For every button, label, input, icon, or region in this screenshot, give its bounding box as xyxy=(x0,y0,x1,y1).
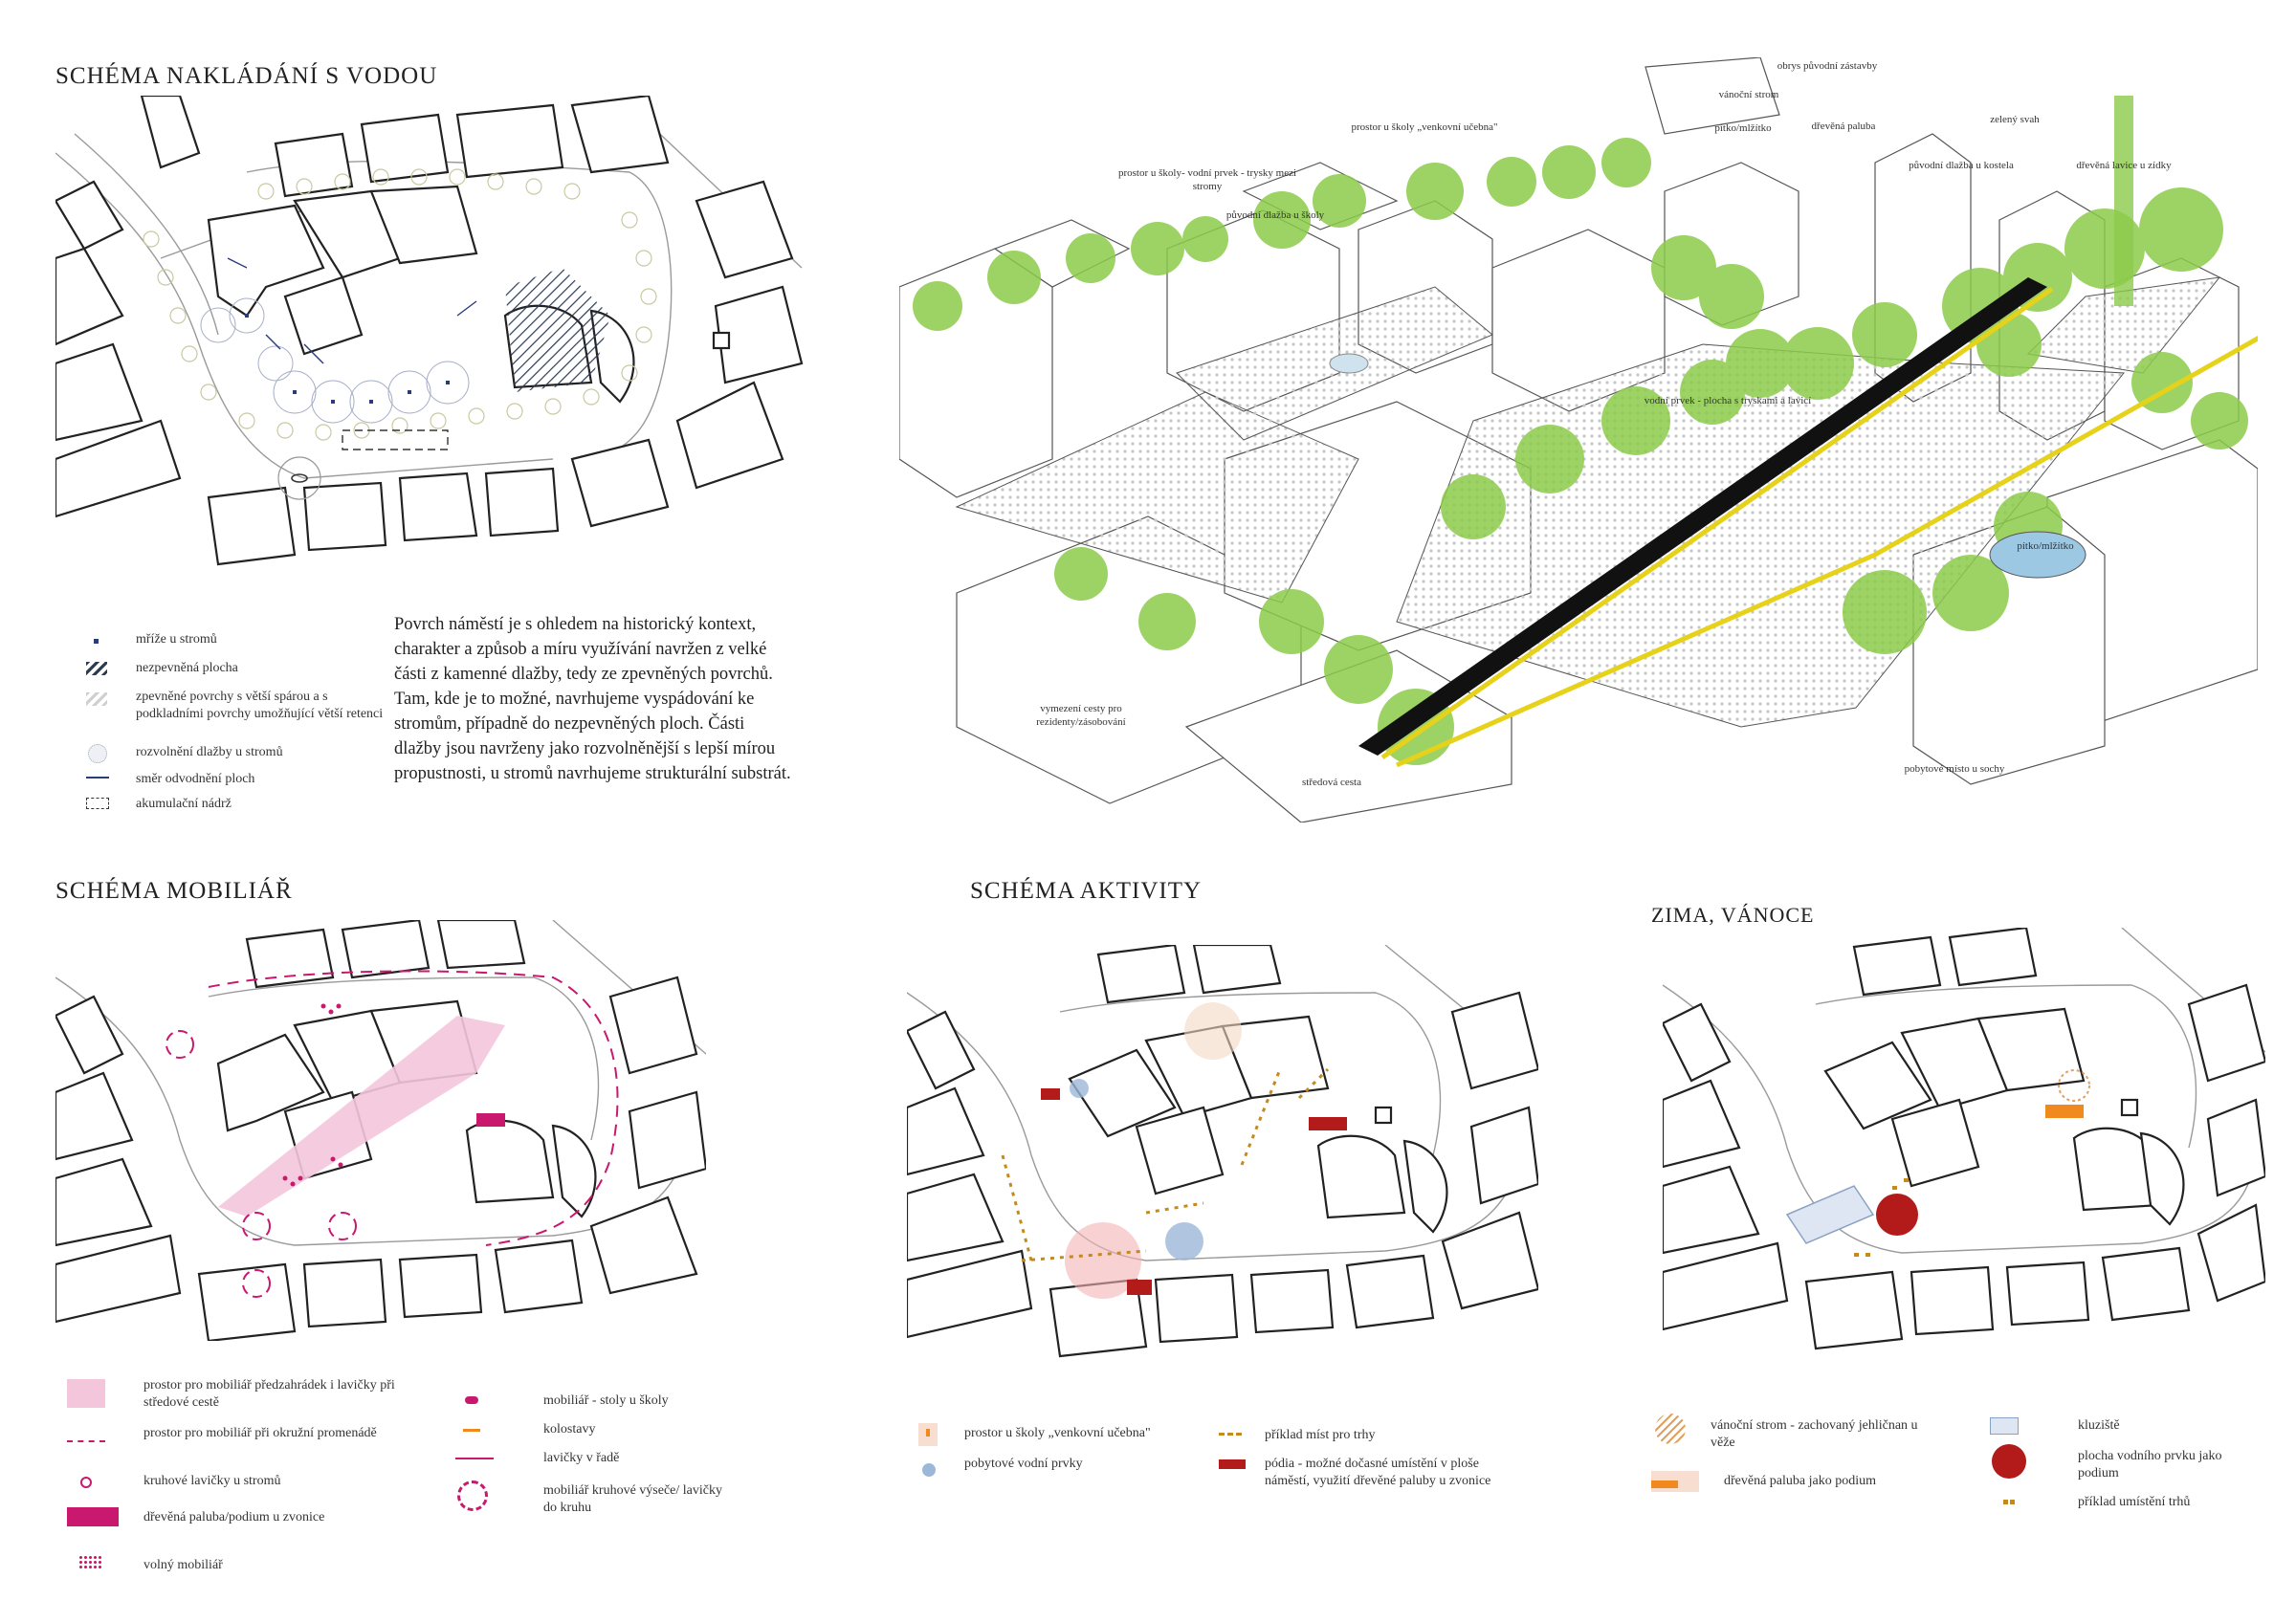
water-legend-2: zpevněné povrchy s větší spárou a s podk… xyxy=(136,690,384,721)
water-description: Povrch náměstí je s ohledem na historick… xyxy=(394,615,791,783)
water-paving-loosened xyxy=(200,297,470,424)
axo-view xyxy=(899,57,2258,822)
mobiliar-heading: SCHÉMA MOBILIÁŘ xyxy=(55,878,293,904)
zima-plan xyxy=(1663,928,2265,1350)
bench-row-icon xyxy=(455,1458,494,1459)
axo-label-stredova: středová cesta xyxy=(1302,777,1361,788)
mobiliar-legend-2: kruhové lavičky u stromů xyxy=(144,1474,281,1488)
axo-label-obrys: obrys původní zástavby xyxy=(1777,60,1878,72)
water-legend-4: směr odvodnění ploch xyxy=(136,772,255,786)
water-legend-0: mříže u stromů xyxy=(136,632,217,647)
axo-label-ucebna: prostor u školy „venkovní učebna" xyxy=(1351,121,1498,133)
aktivity-legend-1: pobytové vodní prvky xyxy=(964,1457,1083,1471)
water-legend-5: akumulační nádrž xyxy=(136,797,232,811)
axo-center-path xyxy=(1358,277,2258,768)
promenade-icon xyxy=(67,1440,105,1442)
axo-green-trees xyxy=(913,138,2248,765)
axo-label-lavice: dřevěná lavice u zídky xyxy=(2076,160,2172,171)
mobiliar-legend-4: volný mobiliář xyxy=(144,1558,223,1572)
stage-icon xyxy=(1219,1459,1246,1469)
mobiliar-legend-1: prostor pro mobiliář při okružní promená… xyxy=(144,1426,377,1440)
zima-heading: ZIMA, VÁNOCE xyxy=(1651,903,1815,927)
aktivity-legend-right: příklad míst pro trhy pódia - možné doča… xyxy=(1219,1427,1506,1513)
axo-label-trysky: prostor u školy- vodní prvek - trysky me… xyxy=(1117,167,1297,192)
water-heading: SCHÉMA NAKLÁDÁNÍ S VODOU xyxy=(55,63,438,89)
mobiliar-legend-r1: kolostavy xyxy=(543,1422,596,1437)
water-drainage-arrows xyxy=(227,257,477,364)
mobiliar-legend-0: prostor pro mobiliář předzahrádek i lavi… xyxy=(144,1378,395,1410)
grate-icon xyxy=(94,639,99,644)
axo-label-pitko2: pítko/mlžítko xyxy=(2017,540,2074,552)
pink-zone-icon xyxy=(67,1379,105,1408)
water-tank xyxy=(342,429,449,450)
mobiliar-legend-right: mobiliář - stoly u školy kolostavy lavič… xyxy=(455,1393,722,1524)
water-feature-icon xyxy=(922,1463,936,1477)
axo-label-dlazba-kostel: původní dlažba u kostela xyxy=(1909,160,2014,171)
axo-label-dlazba-skola: původní dlažba u školy xyxy=(1225,209,1325,221)
water-legend-1: nezpevněná plocha xyxy=(136,661,238,675)
xmas-tree-icon xyxy=(1655,1414,1686,1444)
water-nonpaved xyxy=(505,268,610,392)
circle-bench-icon xyxy=(457,1480,488,1511)
axo-label-vodni: vodní prvek - plocha s tryskami a lavicí xyxy=(1644,395,1812,406)
round-bench-icon xyxy=(80,1477,92,1488)
zima-legend-r0: kluziště xyxy=(2078,1418,2120,1433)
water-legend-3: rozvolnění dlažby u stromů xyxy=(136,745,283,759)
podium-water-icon xyxy=(1992,1444,2026,1479)
mobiliar-legend-r3: mobiliář kruhové výseče/ lavičky do kruh… xyxy=(543,1483,722,1515)
mobiliar-legend-r2: lavičky v řadě xyxy=(543,1451,620,1465)
aktivity-heading: SCHÉMA AKTIVITY xyxy=(970,878,1203,904)
aktivity-legend-0: prostor u školy „venkovní učebna" xyxy=(964,1426,1151,1440)
axo-label-vanocni: vánoční strom xyxy=(1718,89,1779,100)
water-trees xyxy=(143,168,657,441)
aktivity-legend-r0: příklad míst pro trhy xyxy=(1265,1428,1376,1442)
zima-legend-1: dřevěná paluba jako podium xyxy=(1724,1474,1877,1488)
aktivity-legend-left: prostor u školy „venkovní učebna" pobyto… xyxy=(918,1423,1244,1484)
bike-rack-icon xyxy=(463,1429,480,1432)
zima-legend-right: kluziště plocha vodního prvku jako podiu… xyxy=(1990,1415,2229,1519)
aktivity-legend-r1: pódia - možné dočasné umístění v ploše n… xyxy=(1265,1457,1491,1488)
water-legend: mříže u stromů nezpevněná plocha zpevněn… xyxy=(57,631,383,821)
water-plan xyxy=(55,96,804,566)
axo-label-pitko1: pítko/mlžítko xyxy=(1714,122,1772,134)
market-icon xyxy=(1219,1433,1242,1436)
mobiliar-legend-3: dřevěná paluba/podium u zvonice xyxy=(144,1510,325,1524)
tank-icon xyxy=(86,798,109,809)
water-buildings xyxy=(55,96,804,566)
zima-legend-r2: příklad umístění trhů xyxy=(2078,1495,2191,1509)
axo-label-zeleny: zelený svah xyxy=(1990,114,2040,125)
nonpaved-icon xyxy=(86,662,107,675)
axo-label-pobytove: pobytové místo u sochy xyxy=(1904,763,2005,775)
loosened-icon xyxy=(88,744,107,763)
axo-label-vymezeni: vymezení cesty pro rezidenty/zásobování xyxy=(1036,703,1126,728)
free-furniture-icon xyxy=(78,1555,101,1568)
zima-legend-left: vánoční strom - zachovaný jehličnan u vě… xyxy=(1651,1414,1957,1502)
mobiliar-pink-zone xyxy=(218,1016,505,1217)
mobiliar-legend-r0: mobiliář - stoly u školy xyxy=(543,1393,669,1408)
arrow-icon xyxy=(86,777,109,779)
zima-legend-r1: plocha vodního prvku jako podium xyxy=(2078,1449,2222,1480)
zima-legend-0: vánoční strom - zachovaný jehličnan u vě… xyxy=(1711,1418,1918,1450)
mobiliar-legend-left: prostor pro mobiliář předzahrádek i lavi… xyxy=(67,1377,411,1582)
deck-icon xyxy=(67,1507,119,1526)
school-tables-icon xyxy=(465,1396,478,1404)
ice-rink-icon xyxy=(1990,1417,2019,1435)
xmas-market-icon xyxy=(2003,1500,2008,1504)
aktivity-plan xyxy=(907,945,1538,1358)
mobiliar-plan xyxy=(55,920,706,1341)
water-grates xyxy=(245,314,450,404)
axo-label-paluba: dřevěná paluba xyxy=(1811,121,1876,132)
permeable-icon xyxy=(86,692,107,706)
